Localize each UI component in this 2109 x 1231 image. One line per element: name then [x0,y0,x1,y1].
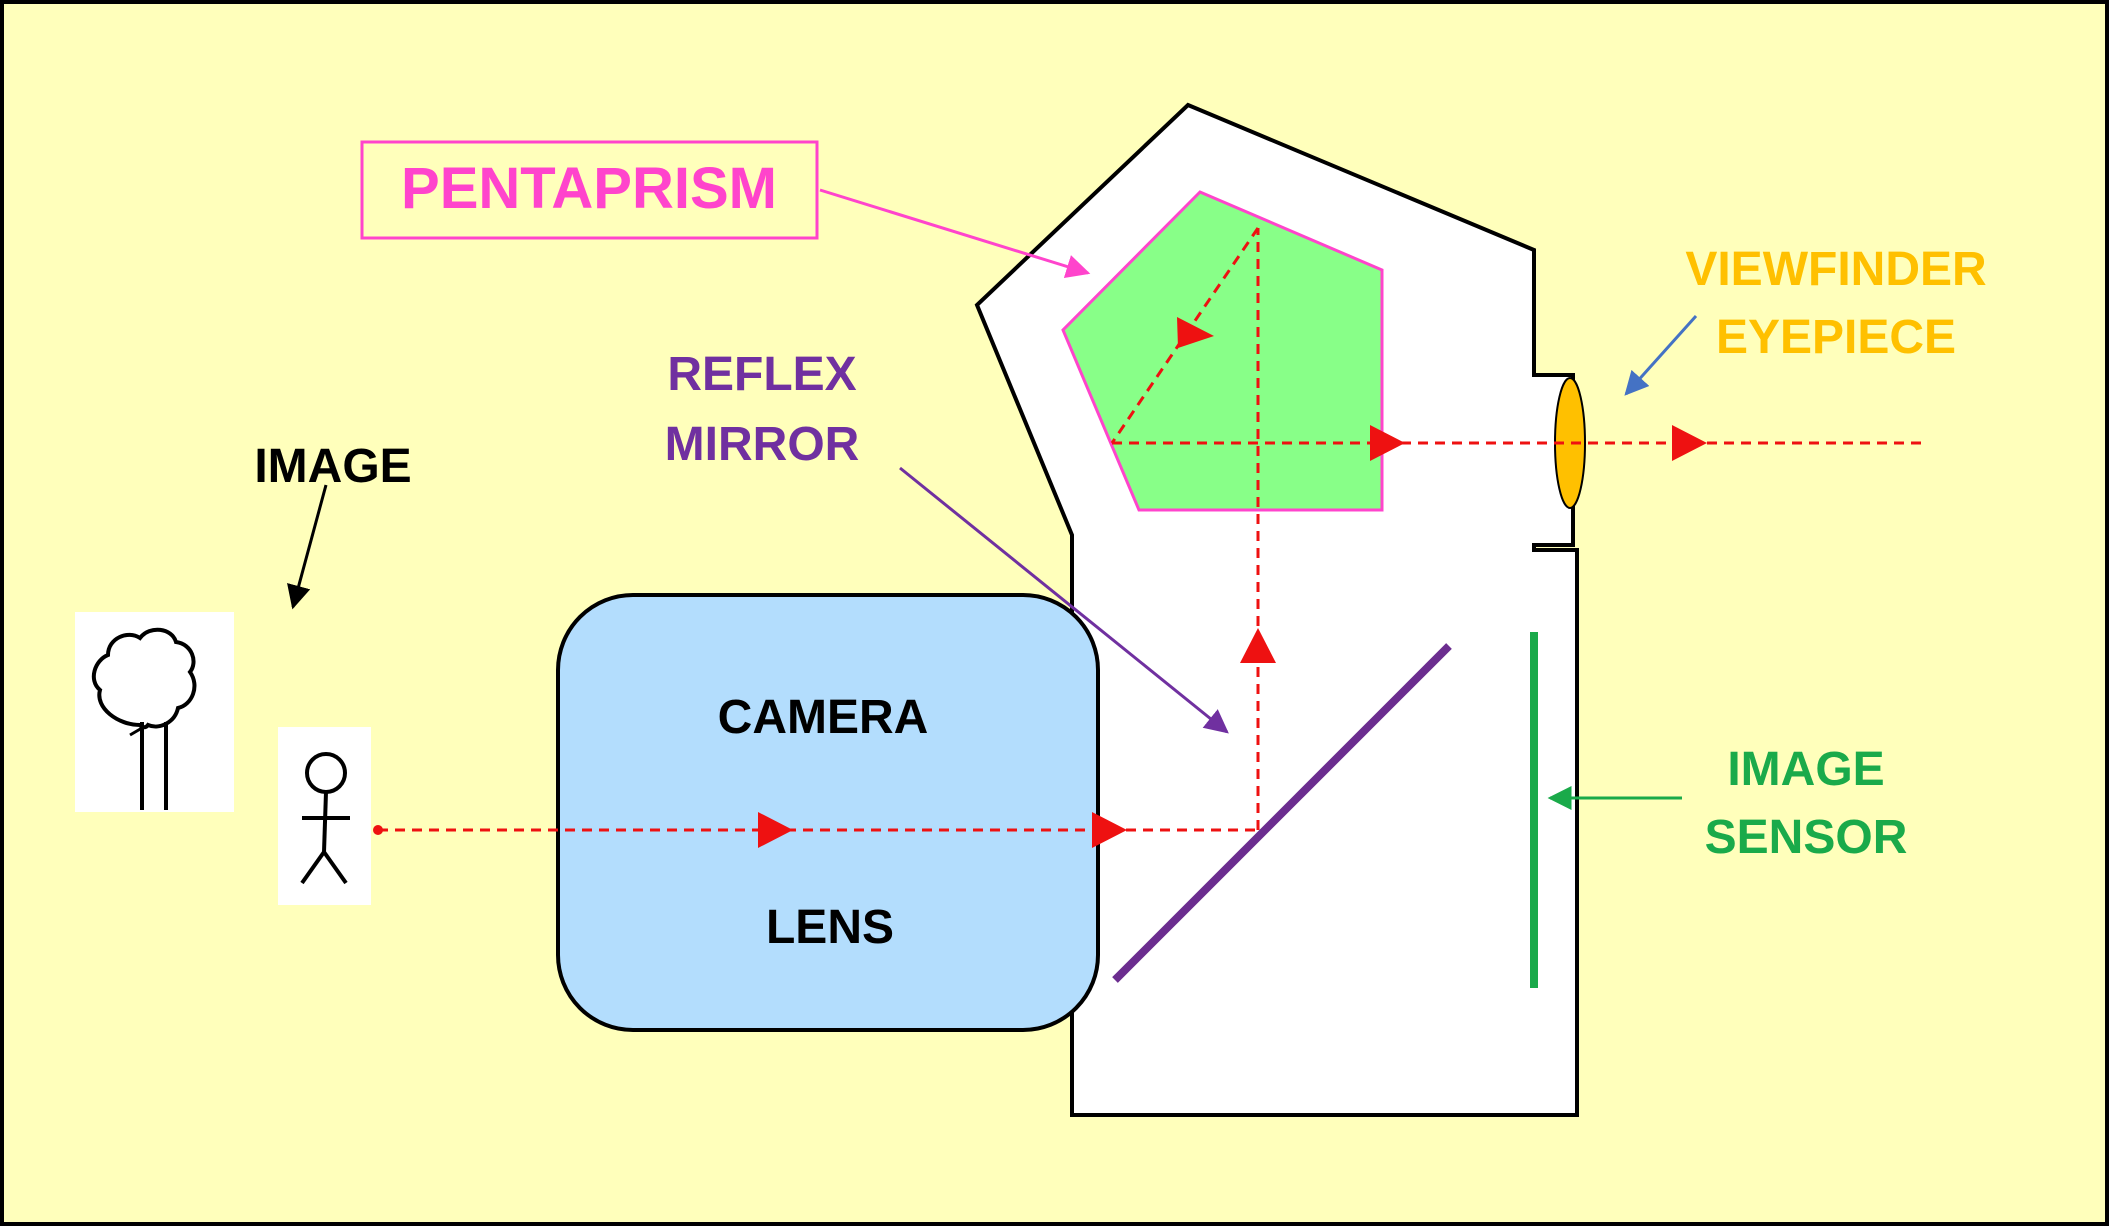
viewfinder-label-line2: EYEPIECE [1716,311,1956,364]
person-figure [278,727,371,905]
reflex-mirror-label-line2: MIRROR [665,418,860,471]
reflex-mirror [1112,643,1452,983]
image-sensor-label-line1: IMAGE [1727,743,1884,796]
pentaprism [1061,190,1384,512]
image-pointer [287,484,328,610]
viewfinder-label-line1: VIEWFINDER [1685,243,1986,296]
reflex-mirror-label-line1: REFLEX [667,348,856,401]
image-sensor-label-line2: SENSOR [1705,811,1908,864]
viewfinder-pointer [1624,314,1698,396]
light-arrowhead-2 [1092,812,1127,848]
camera-lens-label-line2: LENS [766,901,894,954]
camera-lens-label-line1: CAMERA [718,691,929,744]
reflex-mirror-pointer [899,466,1229,734]
light-path-arrowheads [758,317,1707,848]
light-source-dot [373,825,383,835]
light-arrowhead-5 [1370,425,1405,461]
pentaprism-label-box [360,140,819,240]
light-arrowhead-4 [1177,317,1214,348]
light-arrowhead-6 [1672,425,1707,461]
image-label: IMAGE [254,440,411,493]
tree-picture [75,612,234,812]
pentaprism-pointer [819,188,1091,279]
pentaprism-label: PENTAPRISM [401,156,777,221]
light-arrowhead-1 [758,812,793,848]
camera-lens [556,593,1100,1032]
light-arrowhead-3 [1240,628,1276,663]
